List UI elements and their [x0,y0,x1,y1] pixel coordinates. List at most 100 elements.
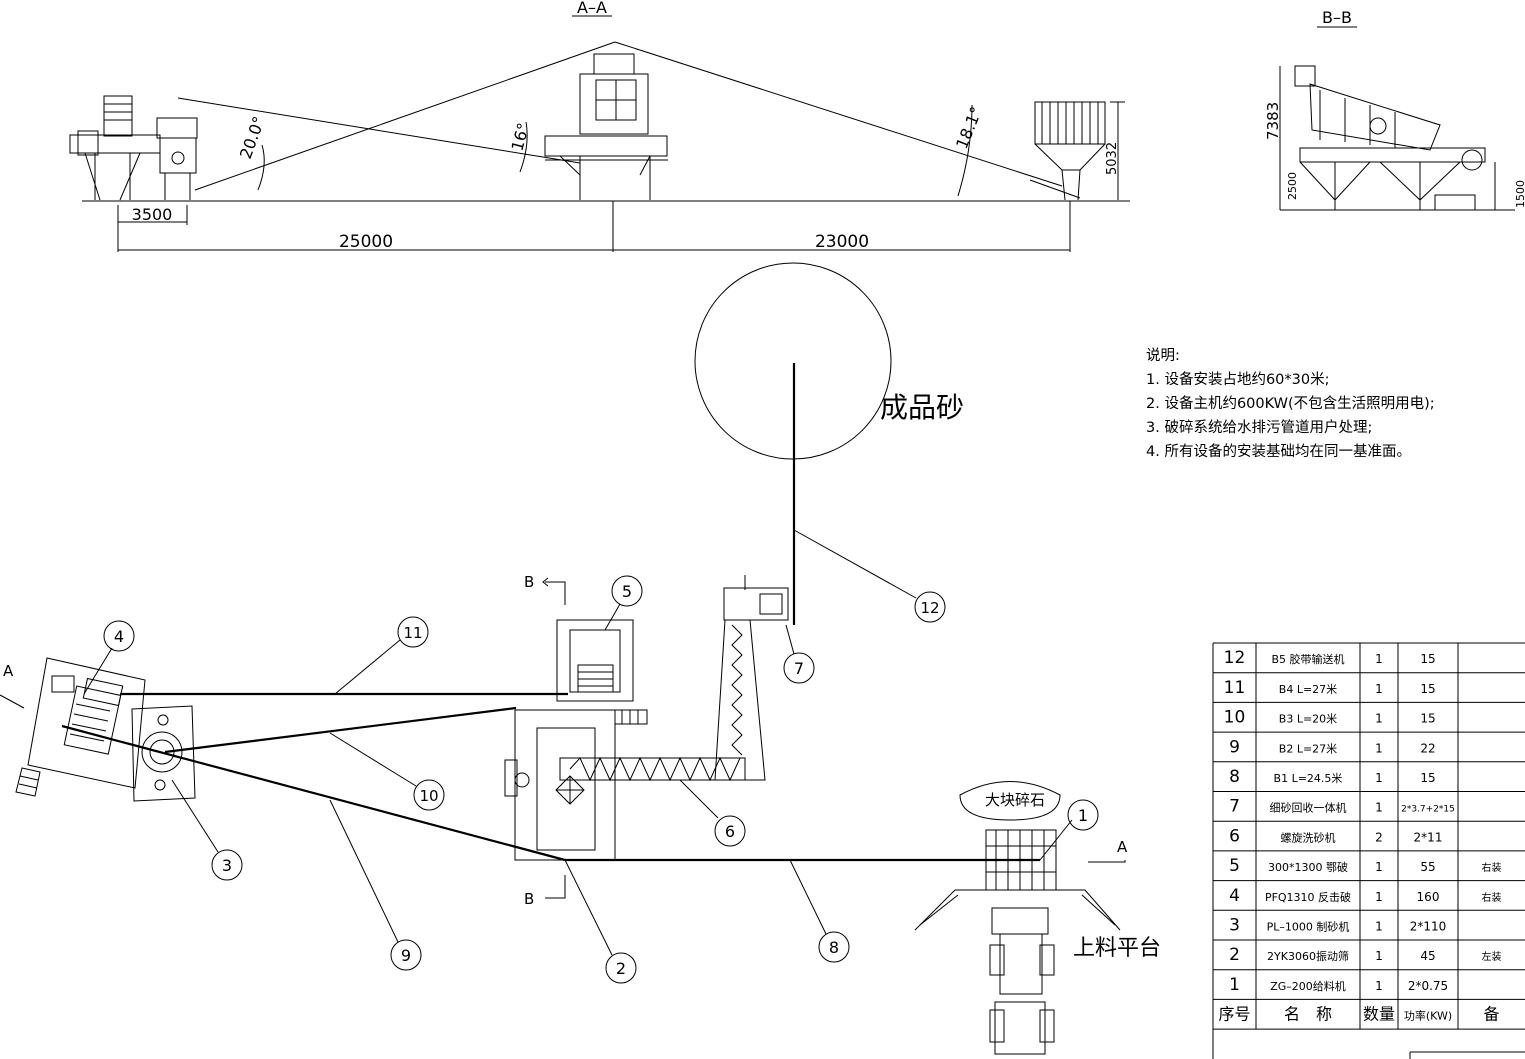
table-cell-power: 15 [1420,771,1435,785]
table-cell-qty: 1 [1375,682,1383,696]
table-header-qty: 数量 [1363,1005,1395,1024]
plan-feeder [914,829,1121,931]
table-cell-name: ZG–200给料机 [1270,979,1346,993]
table-cell-power: 160 [1417,890,1440,904]
table-cell-no: 8 [1229,767,1240,787]
plan-view: 成品砂 A [0,262,1161,1055]
svg-text:3: 3 [222,856,232,875]
aa-feed-hopper [1029,101,1106,201]
svg-text:8: 8 [829,938,839,957]
table-cell-power: 45 [1420,949,1435,963]
table-cell-remark: 左装 [1482,950,1502,963]
aa-jaw-crusher [69,95,161,201]
callout-2: 2 [605,952,637,984]
notes-block: 说明: 1. 设备安装占地约60*30米; 2. 设备主机约600KW(不包含生… [1146,344,1435,464]
svg-text:10: 10 [419,787,438,805]
aa-impact-crusher [156,117,198,200]
table-cell-power: 55 [1420,860,1435,874]
callout-8: 8 [818,931,850,963]
table-header-remark: 备 [1483,1005,1499,1024]
aa-dim-5032: 5032 [1105,142,1120,175]
table-cell-power: 2*11 [1414,830,1443,844]
callout-3: 3 [211,849,243,881]
callout-4: 4 [103,620,135,652]
table-cell-name: B1 L=24.5米 [1274,772,1343,785]
plan-vibrating-screen [504,709,616,861]
table-cell-no: 3 [1229,915,1240,935]
callout-12: 12 [914,591,946,623]
callout-5: 5 [611,575,643,607]
table-header-name: 名 称 [1284,1005,1332,1024]
table-cell-no: 12 [1224,648,1246,668]
table-cell-power: 2*110 [1410,919,1447,933]
notes-item: 4. 所有设备的安装基础均在同一基准面。 [1146,444,1411,460]
callout-10: 10 [413,779,445,811]
section-bb: B–B 7383 2500 1500 [1264,8,1525,211]
table-header-power: 功率(KW) [1404,1009,1452,1023]
section-bb-title: B–B [1322,8,1352,27]
svg-text:1: 1 [1078,806,1088,825]
table-cell-power: 2*3.7+2*15 [1401,805,1455,815]
label-loading-platform: 上料平台 [1073,936,1161,961]
notes-heading: 说明: [1146,348,1180,364]
label-product-sand: 成品砂 [880,391,964,424]
table-cell-qty: 1 [1375,919,1383,933]
plan-spiral-washer [559,756,746,782]
label-big-stone: 大块碎石 [985,791,1045,809]
section-mark-b-top: B [524,573,534,591]
table-cell-no: 4 [1229,886,1240,906]
table-cell-no: 7 [1229,797,1240,817]
table-cell-name: B4 L=27米 [1279,683,1337,696]
table-cell-no: 9 [1229,737,1240,757]
table-cell-name: B2 L=27米 [1279,742,1337,755]
table-cell-no: 11 [1224,678,1246,698]
table-cell-power: 15 [1420,652,1435,666]
callout-11: 11 [397,616,429,648]
table-cell-qty: 1 [1375,741,1383,755]
table-cell-qty: 1 [1375,890,1383,904]
table-cell-qty: 1 [1375,771,1383,785]
table-cell-qty: 1 [1375,712,1383,726]
plan-loader [989,907,1055,1055]
plan-fine-sand-recovery [714,575,789,781]
table-cell-qty: 1 [1375,979,1383,993]
table-cell-qty: 1 [1375,949,1383,963]
table-cell-name: 2YK3060振动筛 [1267,949,1349,963]
aa-vibrating-screen [544,53,668,200]
table-cell-remark: 右装 [1482,861,1502,874]
plan-impact-crusher [15,657,146,797]
bb-dim-2500: 2500 [1286,172,1299,200]
table-cell-no: 6 [1229,826,1240,846]
section-aa: A–A 3500 [69,0,1130,252]
aa-dim-3500: 3500 [132,205,173,224]
table-cell-name: B3 L=20米 [1279,713,1337,726]
table-cell-name: PL–1000 制砂机 [1267,919,1350,933]
callout-6: 6 [714,815,746,847]
table-cell-name: B5 胶带输送机 [1271,652,1344,666]
svg-text:12: 12 [920,599,939,617]
svg-text:4: 4 [114,627,124,646]
table-cell-power: 22 [1420,741,1435,755]
plan-sand-maker [131,705,196,802]
table-cell-remark: 右装 [1482,891,1502,904]
bb-dim-1500: 1500 [1514,180,1525,208]
aa-dim-23000: 23000 [815,232,869,252]
table-cell-qty: 1 [1375,652,1383,666]
svg-text:2: 2 [616,959,626,978]
table-header-no: 序号 [1218,1005,1250,1024]
table-cell-name: PFQ1310 反击破 [1265,890,1351,904]
svg-text:9: 9 [401,946,411,965]
table-cell-power: 15 [1420,712,1435,726]
svg-text:6: 6 [725,822,735,841]
section-aa-title: A–A [577,0,607,17]
aa-dim-25000: 25000 [339,232,393,252]
table-cell-no: 5 [1229,856,1240,876]
bb-dim-7383: 7383 [1264,102,1282,140]
table-cell-power: 15 [1420,682,1435,696]
svg-text:7: 7 [794,659,804,678]
table-cell-no: 1 [1229,975,1240,995]
callout-9: 9 [390,939,422,971]
table-cell-name: 螺旋洗砂机 [1281,830,1336,844]
svg-text:5: 5 [622,582,632,601]
